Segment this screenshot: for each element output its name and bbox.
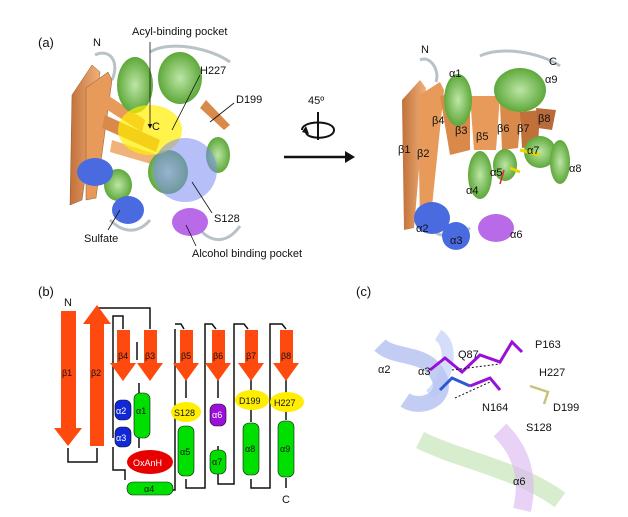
sulfate-label: Sulfate: [84, 233, 118, 245]
right-b1: β1: [398, 144, 410, 156]
right-a5: α5: [490, 167, 502, 179]
c-s128: S128: [526, 422, 552, 434]
rotation-symbol: [284, 112, 355, 163]
right-a6: α6: [510, 229, 522, 241]
c-p163: P163: [535, 339, 561, 351]
topo-b7: β7: [246, 351, 256, 361]
right-a4: α4: [466, 185, 478, 197]
panel-a-right-structure: [402, 49, 570, 250]
topo-c-term: C: [282, 494, 290, 506]
alcohol-pocket-label: Alcohol binding pocket: [192, 248, 302, 260]
alcohol-pocket-highlight: [153, 138, 217, 202]
left-c-term: C: [152, 121, 160, 133]
helix-a6: [209, 403, 227, 427]
panel-a-left-structure: [69, 42, 242, 247]
s128-site: [171, 402, 201, 422]
panel-a-label: (a): [38, 35, 54, 50]
c-a2: α2: [378, 364, 390, 376]
right-b4: β4: [432, 115, 444, 127]
right-b5: β5: [476, 131, 488, 143]
topo-a6: α6: [212, 410, 222, 420]
strand-b2: [83, 305, 111, 446]
right-a7: α7: [527, 145, 539, 157]
topo-b8: β8: [281, 351, 291, 361]
right-c-term: C: [549, 56, 557, 68]
right-b8: β8: [538, 113, 550, 125]
helix-a4: [126, 481, 174, 496]
topo-h227: H227: [274, 398, 296, 408]
right-b6: β6: [497, 123, 509, 135]
strand-b1: [54, 311, 82, 446]
topology-shapes: [54, 305, 304, 496]
topo-b2: β2: [91, 368, 101, 378]
left-n-term: N: [93, 37, 101, 49]
helix-a5: [177, 425, 195, 477]
right-b7: β7: [517, 123, 529, 135]
h227-site: [270, 392, 304, 412]
topo-oxanh: OxAnH: [133, 458, 162, 468]
c-n164: N164: [482, 402, 508, 414]
right-a8: α8: [569, 163, 581, 175]
right-b3: β3: [455, 125, 467, 137]
right-a1: α1: [449, 68, 461, 80]
helix-a1: [133, 392, 151, 439]
c-h227: H227: [539, 367, 565, 379]
topo-a2: α2: [116, 406, 126, 416]
topo-b5: β5: [181, 351, 191, 361]
topo-a8: α8: [245, 444, 255, 454]
topo-b4: β4: [118, 351, 128, 361]
topo-n-term: N: [64, 297, 72, 309]
acyl-pocket-label: Acyl-binding pocket: [132, 26, 227, 38]
strand-b3: [137, 330, 163, 381]
helix-a8: [242, 422, 260, 476]
left-h227: H227: [200, 65, 226, 77]
oxanh-site: [127, 450, 173, 474]
strand-b7: [238, 330, 264, 381]
right-a9: α9: [545, 74, 557, 86]
topo-a1: α1: [136, 406, 146, 416]
topo-b3: β3: [145, 351, 155, 361]
strand-b4: [110, 330, 136, 381]
left-d199: D199: [236, 94, 262, 106]
right-b2: β2: [417, 148, 429, 160]
right-n-term: N: [421, 44, 429, 56]
c-q87: Q87: [458, 349, 479, 361]
topo-b6: β6: [213, 351, 223, 361]
helix-a2: [114, 399, 132, 421]
c-a6: α6: [513, 476, 525, 488]
topo-a7: α7: [212, 457, 222, 467]
strand-b6: [205, 330, 231, 381]
topo-d199: D199: [239, 396, 261, 406]
c-d199: D199: [553, 402, 579, 414]
topo-a4: α4: [144, 484, 154, 494]
topo-a3: α3: [116, 433, 126, 443]
topo-s128: S128: [174, 408, 195, 418]
acyl-pocket-highlight: [118, 105, 182, 155]
d199-site: [235, 390, 269, 410]
panel-b-label: (b): [38, 284, 54, 299]
rotation-angle: 45º: [308, 95, 324, 107]
c-a3: α3: [418, 366, 430, 378]
panel-c-closeup: [374, 329, 566, 513]
helix-a3: [114, 426, 132, 448]
left-s128: S128: [214, 213, 240, 225]
strand-b5: [173, 330, 199, 381]
strand-b8: [273, 330, 299, 381]
right-a2: α2: [416, 223, 428, 235]
helix-a7: [209, 449, 227, 475]
topo-a5: α5: [180, 447, 190, 457]
topo-b1: β1: [62, 368, 72, 378]
helix-a9: [277, 420, 295, 478]
panel-c-label: (c): [356, 284, 371, 299]
topo-a9: α9: [280, 444, 290, 454]
right-a3: α3: [450, 235, 462, 247]
